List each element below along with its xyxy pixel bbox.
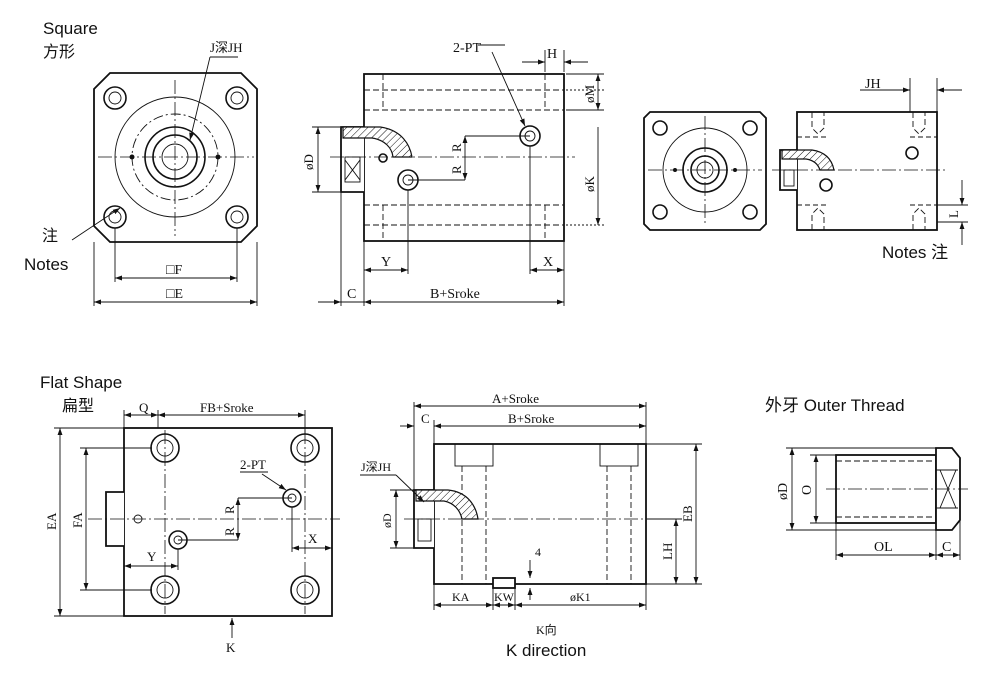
notes-right-label: Notes 注 xyxy=(882,243,948,262)
small-front-view xyxy=(643,111,767,231)
dim-j-deep-jh: J深JH xyxy=(210,40,243,55)
dim-b-stroke-flat: B+Sroke xyxy=(508,411,555,426)
dim-eb: EB xyxy=(680,505,695,522)
dim-phi-d-flat: øD xyxy=(380,513,394,528)
dim-c-flat: C xyxy=(421,411,430,426)
dim-c: C xyxy=(347,287,356,302)
dim-phi-d-thread: øD xyxy=(776,483,791,500)
dim-phi-k1: øK1 xyxy=(570,590,591,604)
square-title-en: Square xyxy=(43,19,98,38)
dim-phi-d: øD xyxy=(301,154,316,170)
flat-side-view xyxy=(360,402,702,610)
outer-thread-view xyxy=(786,447,968,560)
dim-2pt: 2-PT xyxy=(453,41,481,56)
notes-zh-label: 注 xyxy=(42,227,58,245)
dim-sq-e: □E xyxy=(166,287,183,302)
dim-r-upper: R xyxy=(449,143,464,152)
dim-b-stroke: B+Sroke xyxy=(430,287,480,302)
k-direction-zh: K向 xyxy=(536,622,557,637)
dim-fa: FA xyxy=(70,512,85,528)
square-side-view xyxy=(312,44,604,306)
dim-phi-m: øM xyxy=(582,85,597,104)
dim-y: Y xyxy=(381,255,391,270)
flat-title-zh: 扁型 xyxy=(62,397,94,415)
square-front-view xyxy=(71,56,258,306)
dim-ol: OL xyxy=(874,540,893,555)
dim-phi-k: øK xyxy=(582,176,597,193)
dim-x: X xyxy=(543,255,553,270)
dim-h: H xyxy=(547,47,557,62)
flat-title-en: Flat Shape xyxy=(40,373,122,392)
dim-c-thread: C xyxy=(942,540,951,555)
notes-en-label: Notes xyxy=(24,255,68,274)
dim-j-deep-jh-flat: J深JH xyxy=(361,460,391,474)
dim-y-flat: Y xyxy=(147,549,157,564)
dim-k: K xyxy=(226,640,236,655)
dim-q: Q xyxy=(139,400,149,415)
dim-a-stroke: A+Sroke xyxy=(492,391,539,406)
dim-ka: KA xyxy=(452,590,470,604)
k-direction-en: K direction xyxy=(506,641,586,660)
dim-o: O xyxy=(800,485,815,495)
dim-four: 4 xyxy=(535,545,541,559)
dim-sq-f: □F xyxy=(166,263,182,278)
dim-r-lower: R xyxy=(449,165,464,174)
dim-r-flat-upper: R xyxy=(222,505,237,514)
flat-front-view xyxy=(54,410,340,638)
dim-x-flat: X xyxy=(308,531,318,546)
square-title-zh: 方形 xyxy=(43,43,75,61)
dim-r-flat-lower: R xyxy=(222,527,237,536)
dim-kw: KW xyxy=(494,590,515,604)
dim-ea: EA xyxy=(44,512,59,530)
dim-2pt-flat: 2-PT xyxy=(240,457,266,472)
dim-lh: LH xyxy=(660,543,675,560)
small-side-view xyxy=(772,78,968,245)
dim-fb-stroke: FB+Sroke xyxy=(200,400,254,415)
outer-thread-title: 外牙 Outer Thread xyxy=(765,396,905,415)
dim-jh: JH xyxy=(865,77,881,92)
dim-l: L xyxy=(946,210,961,218)
